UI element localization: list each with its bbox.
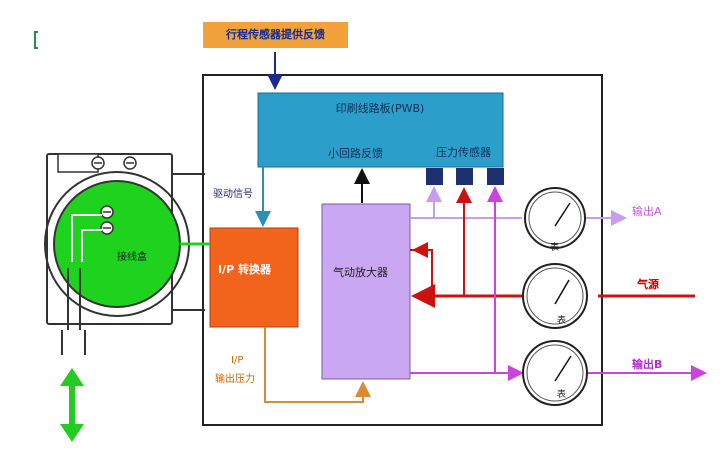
pressure-sensor-label: 压力传感器: [436, 146, 491, 159]
terminal-box-label: 接线盒: [117, 252, 147, 263]
ip-output-label-line2: 输出压力: [215, 374, 255, 385]
ip-output-label-line1: I/P: [231, 355, 244, 366]
output-b-label: 输出B: [632, 358, 663, 371]
gauge-output-b: [522, 340, 588, 406]
ip-output-line: [264, 327, 371, 403]
drive-signal-label: 驱动信号: [213, 189, 253, 200]
pwb-board: [257, 92, 504, 168]
gauge-output-a: [524, 187, 586, 249]
pressure-sensor-block-2: [456, 168, 473, 185]
gauge-label-b: 表: [557, 390, 567, 400]
green-double-arrow: [60, 368, 84, 442]
ip-converter-block: [209, 227, 299, 328]
pwb-title: 印刷线路板(PWB): [335, 102, 425, 115]
minor-loop-feedback-label: 小回路反馈: [328, 147, 383, 160]
air-supply-label: 气源: [637, 278, 659, 291]
pressure-sensor-block-3: [487, 168, 504, 185]
output-a-label: 输出A: [632, 205, 662, 218]
pneumatic-amplifier-block: [321, 203, 411, 380]
pressure-sensor-block-1: [426, 168, 443, 185]
ip-converter-label: I/P 转换器: [218, 263, 272, 276]
travel-sensor-feedback-label: 行程传感器提供反馈: [203, 22, 348, 48]
corner-mark: [34, 31, 38, 49]
terminal-housing: [44, 153, 210, 355]
gauge-label-supply: 表: [557, 316, 567, 326]
pneumatic-amplifier-label: 气动放大器: [333, 266, 388, 279]
gauge-air-supply: [522, 263, 588, 329]
gauge-label-a: 表: [550, 243, 560, 253]
